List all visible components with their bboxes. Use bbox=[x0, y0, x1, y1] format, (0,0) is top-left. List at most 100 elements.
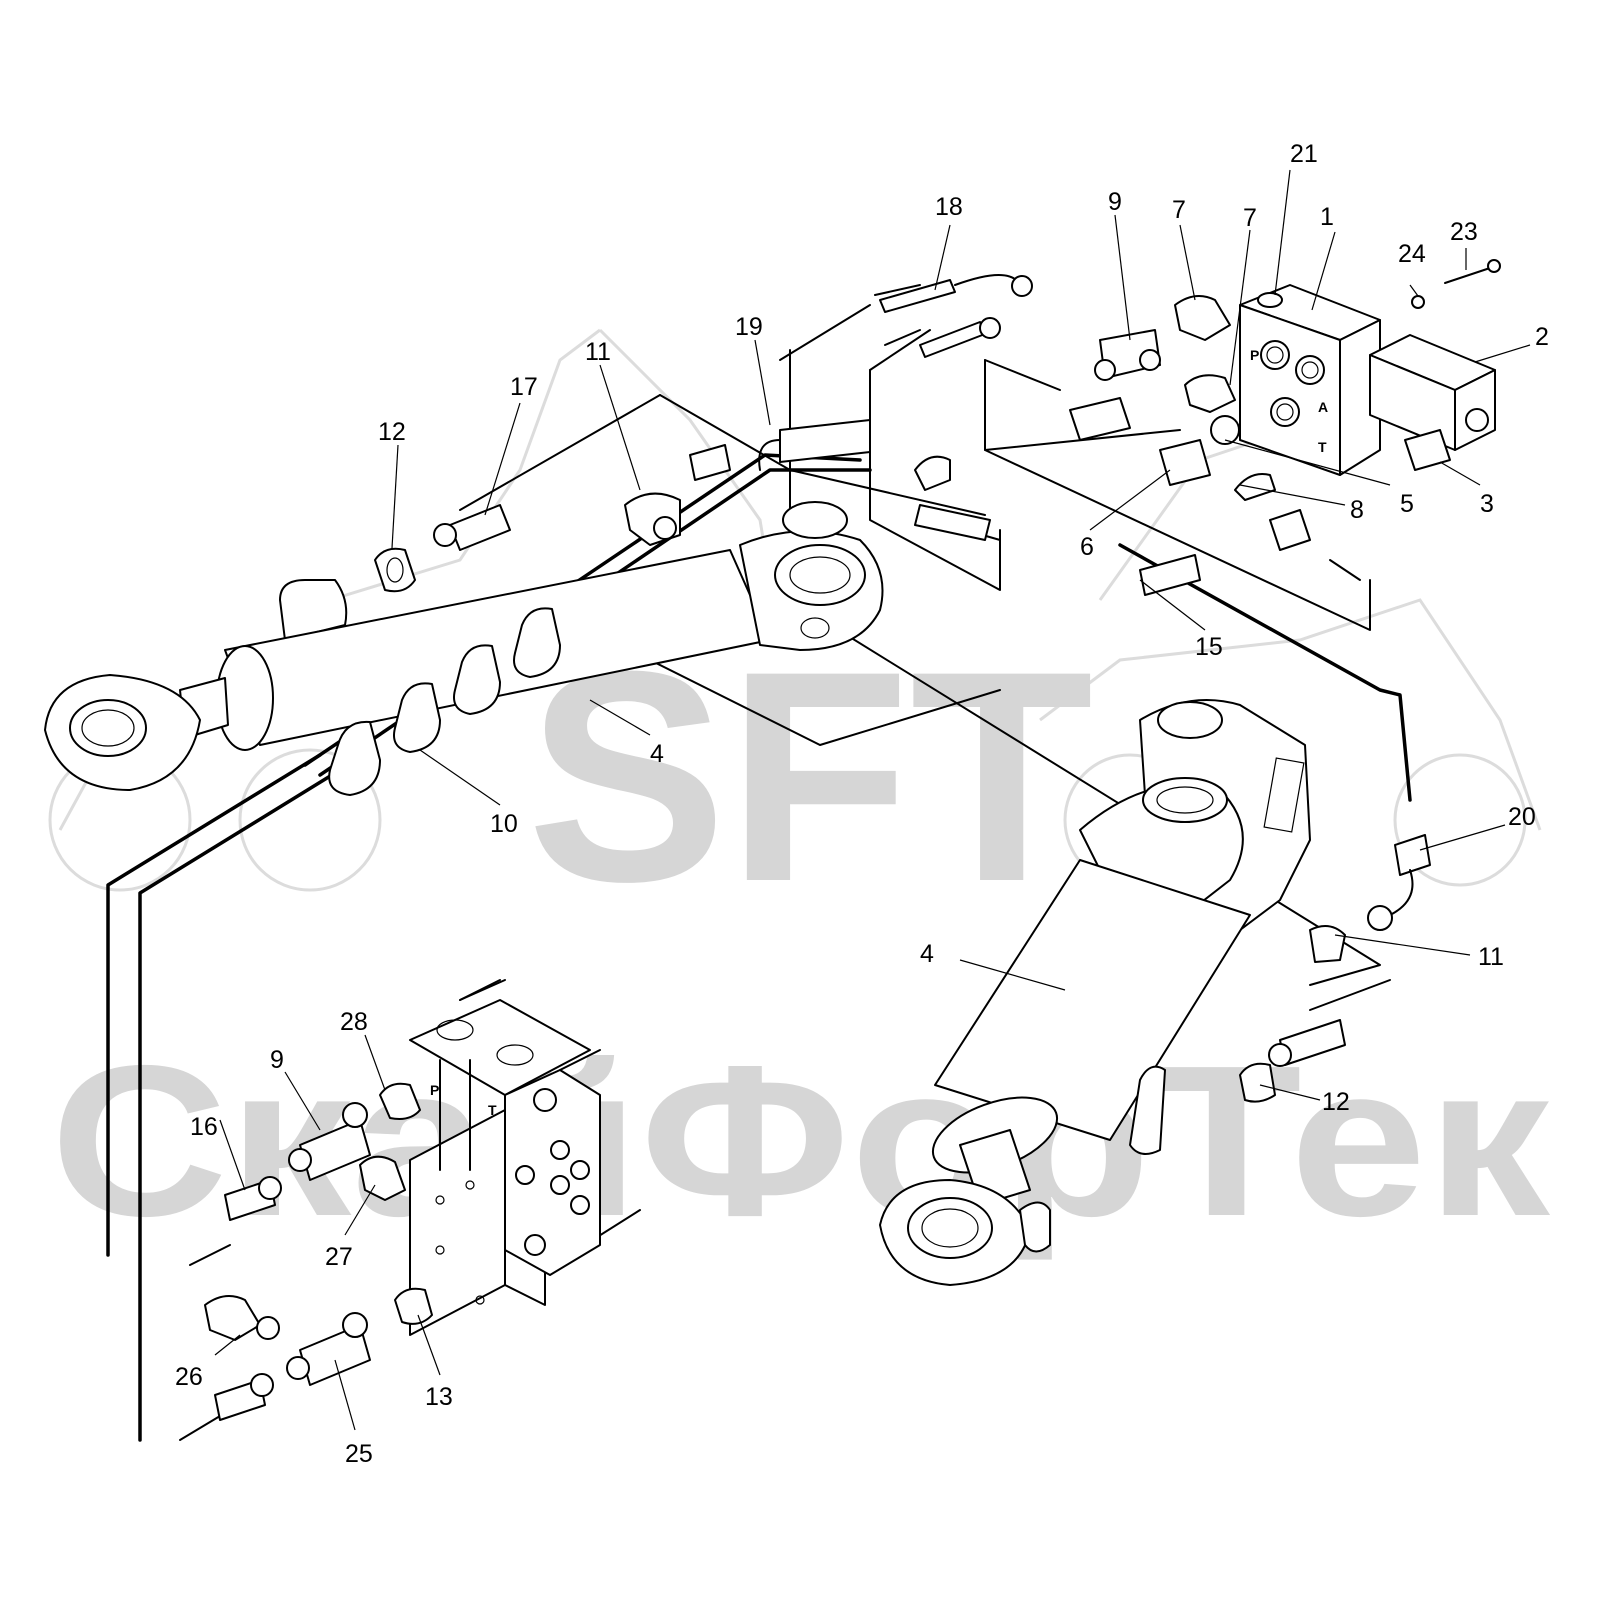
hose-16-nut bbox=[258, 1176, 282, 1200]
valve-port-p bbox=[1260, 340, 1290, 370]
distributor-port bbox=[570, 1160, 590, 1180]
right-cylinder-port-boss bbox=[1129, 1065, 1166, 1155]
right-rod-eye-bushing bbox=[907, 1197, 993, 1259]
distributor-port-p-mark: P bbox=[430, 1082, 439, 1098]
hose-15-ferrule bbox=[914, 504, 991, 541]
hose-17-nut bbox=[433, 523, 457, 547]
right-hydraulic-cylinder bbox=[879, 699, 1311, 1286]
callout-23: 23 bbox=[1450, 218, 1478, 246]
callout-27: 27 bbox=[325, 1243, 353, 1271]
tee-6 bbox=[1159, 439, 1211, 486]
distributor-top-plate bbox=[409, 999, 591, 1096]
tee-nut bbox=[342, 1312, 368, 1338]
callout-3: 3 bbox=[1480, 490, 1494, 518]
elbow-nut bbox=[653, 516, 677, 540]
hose-17-ferrule bbox=[449, 504, 511, 551]
hose-nut bbox=[1268, 1043, 1292, 1067]
left-rod-eye-bushing bbox=[69, 699, 147, 757]
hose-clamp bbox=[453, 644, 501, 715]
distributor-port-t-mark: T bbox=[488, 1102, 497, 1118]
callout-16: 16 bbox=[190, 1113, 218, 1141]
callout-4: 4 bbox=[920, 940, 934, 968]
callout-15: 15 bbox=[1195, 633, 1223, 661]
elbow-nut bbox=[256, 1316, 280, 1340]
callout-8: 8 bbox=[1350, 496, 1364, 524]
hose-20-ferrule bbox=[1394, 834, 1431, 876]
hose-18-nut bbox=[1011, 275, 1033, 297]
valve-block-assembly: A T P bbox=[1239, 259, 1501, 476]
callout-19: 19 bbox=[735, 313, 763, 341]
hose-15-end bbox=[1139, 554, 1201, 596]
callout-1: 1 bbox=[1320, 203, 1334, 231]
bolt-head bbox=[1487, 259, 1501, 273]
distributor-port bbox=[533, 1088, 557, 1112]
distributor-port bbox=[550, 1175, 570, 1195]
right-clevis-bushing bbox=[1142, 777, 1228, 823]
hose-8-ferrule bbox=[1269, 509, 1311, 551]
callout-6: 6 bbox=[1080, 533, 1094, 561]
callout-4: 4 bbox=[650, 740, 664, 768]
callout-20: 20 bbox=[1508, 803, 1536, 831]
left-clevis-bushing bbox=[774, 544, 866, 606]
elbow-fitting-26 bbox=[204, 1295, 261, 1341]
hose-nut bbox=[250, 1373, 274, 1397]
distributor-port bbox=[515, 1165, 535, 1185]
callout-10: 10 bbox=[490, 810, 518, 838]
callout-12: 12 bbox=[1322, 1088, 1350, 1116]
callout-5: 5 bbox=[1400, 490, 1414, 518]
tee-nut bbox=[1094, 359, 1116, 381]
hose-19-ferrule bbox=[779, 419, 871, 463]
left-hydraulic-cylinder bbox=[44, 501, 884, 791]
adapter-12 bbox=[1239, 1062, 1276, 1103]
callout-labels: 1 2 3 4 4 5 6 7 7 8 9 9 10 11 11 12 12 1… bbox=[175, 140, 1549, 1468]
callout-7: 7 bbox=[1243, 204, 1257, 232]
callout-17: 17 bbox=[510, 373, 538, 401]
callout-28: 28 bbox=[340, 1008, 368, 1036]
hose-15-fitting bbox=[914, 455, 951, 491]
distributor-block: P T bbox=[409, 979, 601, 1336]
callout-9: 9 bbox=[270, 1046, 284, 1074]
elbow-fitting-11 bbox=[1309, 925, 1346, 963]
leader-lines bbox=[214, 169, 1531, 1431]
right-cylinder-barrel bbox=[934, 859, 1251, 1141]
hose-clamp bbox=[328, 720, 381, 796]
hose-ferrule bbox=[919, 321, 986, 358]
hose-18-ferrule bbox=[879, 279, 956, 313]
valve-port-t-mark: T bbox=[1318, 439, 1327, 455]
hose-clamp bbox=[513, 607, 561, 678]
callout-2: 2 bbox=[1535, 323, 1549, 351]
top-fittings bbox=[374, 274, 1311, 596]
tee-nut bbox=[286, 1356, 310, 1380]
callout-13: 13 bbox=[425, 1383, 453, 1411]
hose-20-nut bbox=[1367, 905, 1393, 931]
callout-9: 9 bbox=[1108, 188, 1122, 216]
left-cylinder-mount-lug bbox=[279, 579, 348, 641]
distributor-port bbox=[550, 1140, 570, 1160]
watermark: SFT СкайФорТек bbox=[48, 328, 1550, 1261]
callout-26: 26 bbox=[175, 1363, 203, 1391]
hose-clamps bbox=[328, 607, 561, 796]
right-fittings bbox=[1239, 834, 1431, 1103]
callout-11: 11 bbox=[1478, 943, 1504, 971]
callout-21: 21 bbox=[1290, 140, 1318, 168]
callout-25: 25 bbox=[345, 1440, 373, 1468]
valve-port-a bbox=[1295, 355, 1325, 385]
hose-ferrule bbox=[1069, 397, 1131, 441]
valve-port-a-mark: A bbox=[1318, 399, 1328, 415]
right-frame-pin-cap bbox=[1157, 701, 1223, 739]
distributor-port bbox=[570, 1195, 590, 1215]
hose-19-bend bbox=[758, 439, 781, 471]
hose-nut bbox=[979, 317, 1001, 339]
hose-ferrule bbox=[689, 444, 731, 481]
tee-nut bbox=[342, 1102, 368, 1128]
right-rod-eye-lug bbox=[1019, 1201, 1051, 1253]
valve-port-t bbox=[1270, 397, 1300, 427]
hose-18-bend bbox=[954, 274, 1021, 286]
adapter-28 bbox=[379, 1082, 421, 1120]
tee-nut bbox=[288, 1148, 312, 1172]
washer bbox=[1411, 295, 1425, 309]
adapter-nut bbox=[1210, 415, 1240, 445]
callout-11: 11 bbox=[585, 338, 611, 366]
